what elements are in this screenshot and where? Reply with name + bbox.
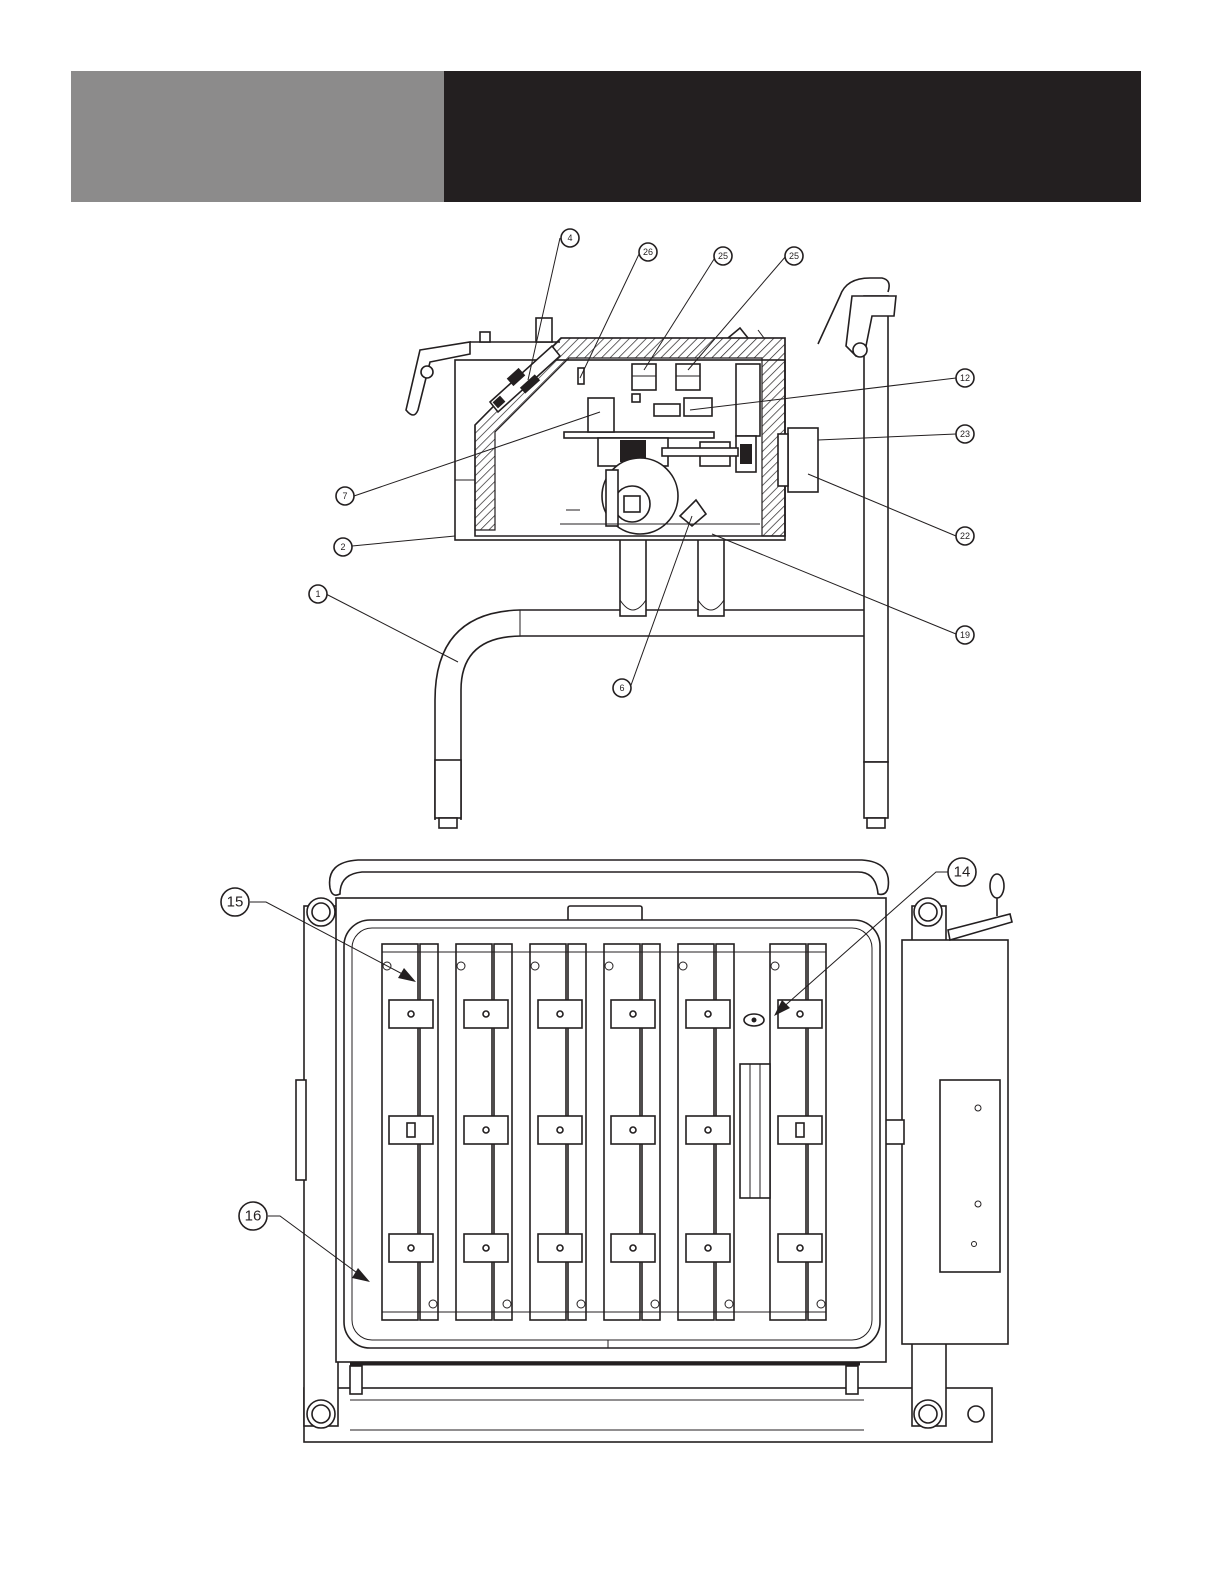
callout-25a: 25 xyxy=(714,247,732,265)
svg-text:22: 22 xyxy=(960,531,970,541)
svg-text:2: 2 xyxy=(340,542,345,552)
svg-text:16: 16 xyxy=(245,1208,262,1225)
callout-4: 4 xyxy=(561,229,579,247)
svg-text:19: 19 xyxy=(960,630,970,640)
svg-text:15: 15 xyxy=(227,894,244,911)
callout-6: 6 xyxy=(613,679,631,697)
kettle-housing xyxy=(406,318,818,540)
svg-text:23: 23 xyxy=(960,429,970,439)
callout-2: 2 xyxy=(334,538,352,556)
svg-text:25: 25 xyxy=(789,251,799,261)
callout-22: 22 xyxy=(956,527,974,545)
callout-15: 15 xyxy=(221,888,249,916)
callout-16: 16 xyxy=(239,1202,267,1230)
callout-12: 12 xyxy=(956,369,974,387)
callout-26: 26 xyxy=(639,243,657,261)
callout-19: 19 xyxy=(956,626,974,644)
svg-text:1: 1 xyxy=(315,589,320,599)
svg-text:26: 26 xyxy=(643,247,653,257)
svg-text:7: 7 xyxy=(342,491,347,501)
callout-14: 14 xyxy=(948,858,976,886)
svg-text:14: 14 xyxy=(954,864,971,881)
svg-text:4: 4 xyxy=(567,233,572,243)
callout-23: 23 xyxy=(956,425,974,443)
callout-25b: 25 xyxy=(785,247,803,265)
svg-text:25: 25 xyxy=(718,251,728,261)
svg-text:12: 12 xyxy=(960,373,970,383)
svg-text:6: 6 xyxy=(619,683,624,693)
top-view: 14 15 16 xyxy=(221,858,1012,1442)
callout-1: 1 xyxy=(309,585,327,603)
side-view: 4 26 25 25 12 23 7 22 2 1 19 6 xyxy=(309,229,974,828)
callout-7: 7 xyxy=(336,487,354,505)
